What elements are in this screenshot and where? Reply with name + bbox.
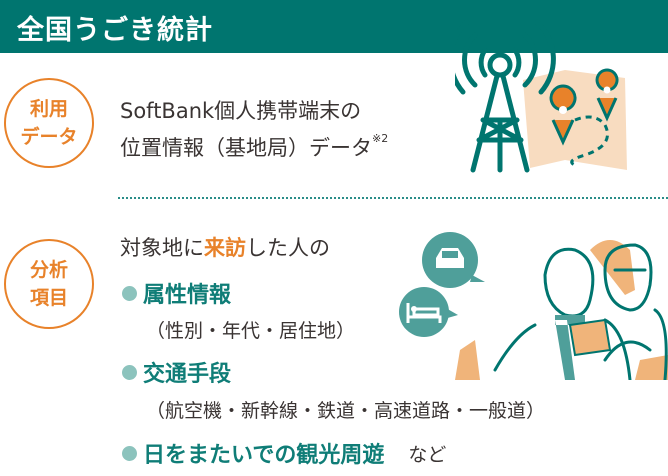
badge-text: 項目 xyxy=(29,287,68,309)
badge-text: 利用 xyxy=(29,98,68,120)
badge-text: データ xyxy=(20,126,78,148)
car-icon xyxy=(422,232,485,288)
bullet-icon xyxy=(122,285,137,301)
bullet-icon xyxy=(122,364,137,380)
data-source-line1: SoftBank個人携帯端末の xyxy=(120,99,362,123)
data-source-line2: 位置情報（基地局）データ※2 xyxy=(120,132,389,160)
tourists-illustration xyxy=(455,240,668,380)
data-source-badge: 利用 データ xyxy=(4,78,94,168)
analysis-item-detail: （航空機・新幹線・鉄道・高速道路・一般道） xyxy=(146,400,546,422)
header-title: 全国うごき統計 xyxy=(17,15,213,46)
map-pin-icon xyxy=(595,68,619,122)
analysis-item-detail: （性別・年代・居住地） xyxy=(146,320,356,342)
bullet-icon xyxy=(122,445,137,461)
dotted-divider xyxy=(118,197,668,199)
analysis-item: 属性情報 xyxy=(122,277,231,309)
badge-text: 分析 xyxy=(29,259,68,281)
analysis-badge: 分析 項目 xyxy=(4,239,94,329)
analysis-intro: 対象地に来訪した人の xyxy=(120,236,330,260)
analysis-item: 交通手段 xyxy=(122,356,231,388)
map-pin-icon xyxy=(549,84,577,146)
header-bar: 全国うごき統計 xyxy=(0,0,668,53)
cell-tower-icon xyxy=(455,19,627,173)
analysis-item: 日をまたいでの観光周遊など xyxy=(122,437,446,469)
footnote-mark: ※2 xyxy=(372,132,389,145)
bed-icon xyxy=(399,287,458,337)
